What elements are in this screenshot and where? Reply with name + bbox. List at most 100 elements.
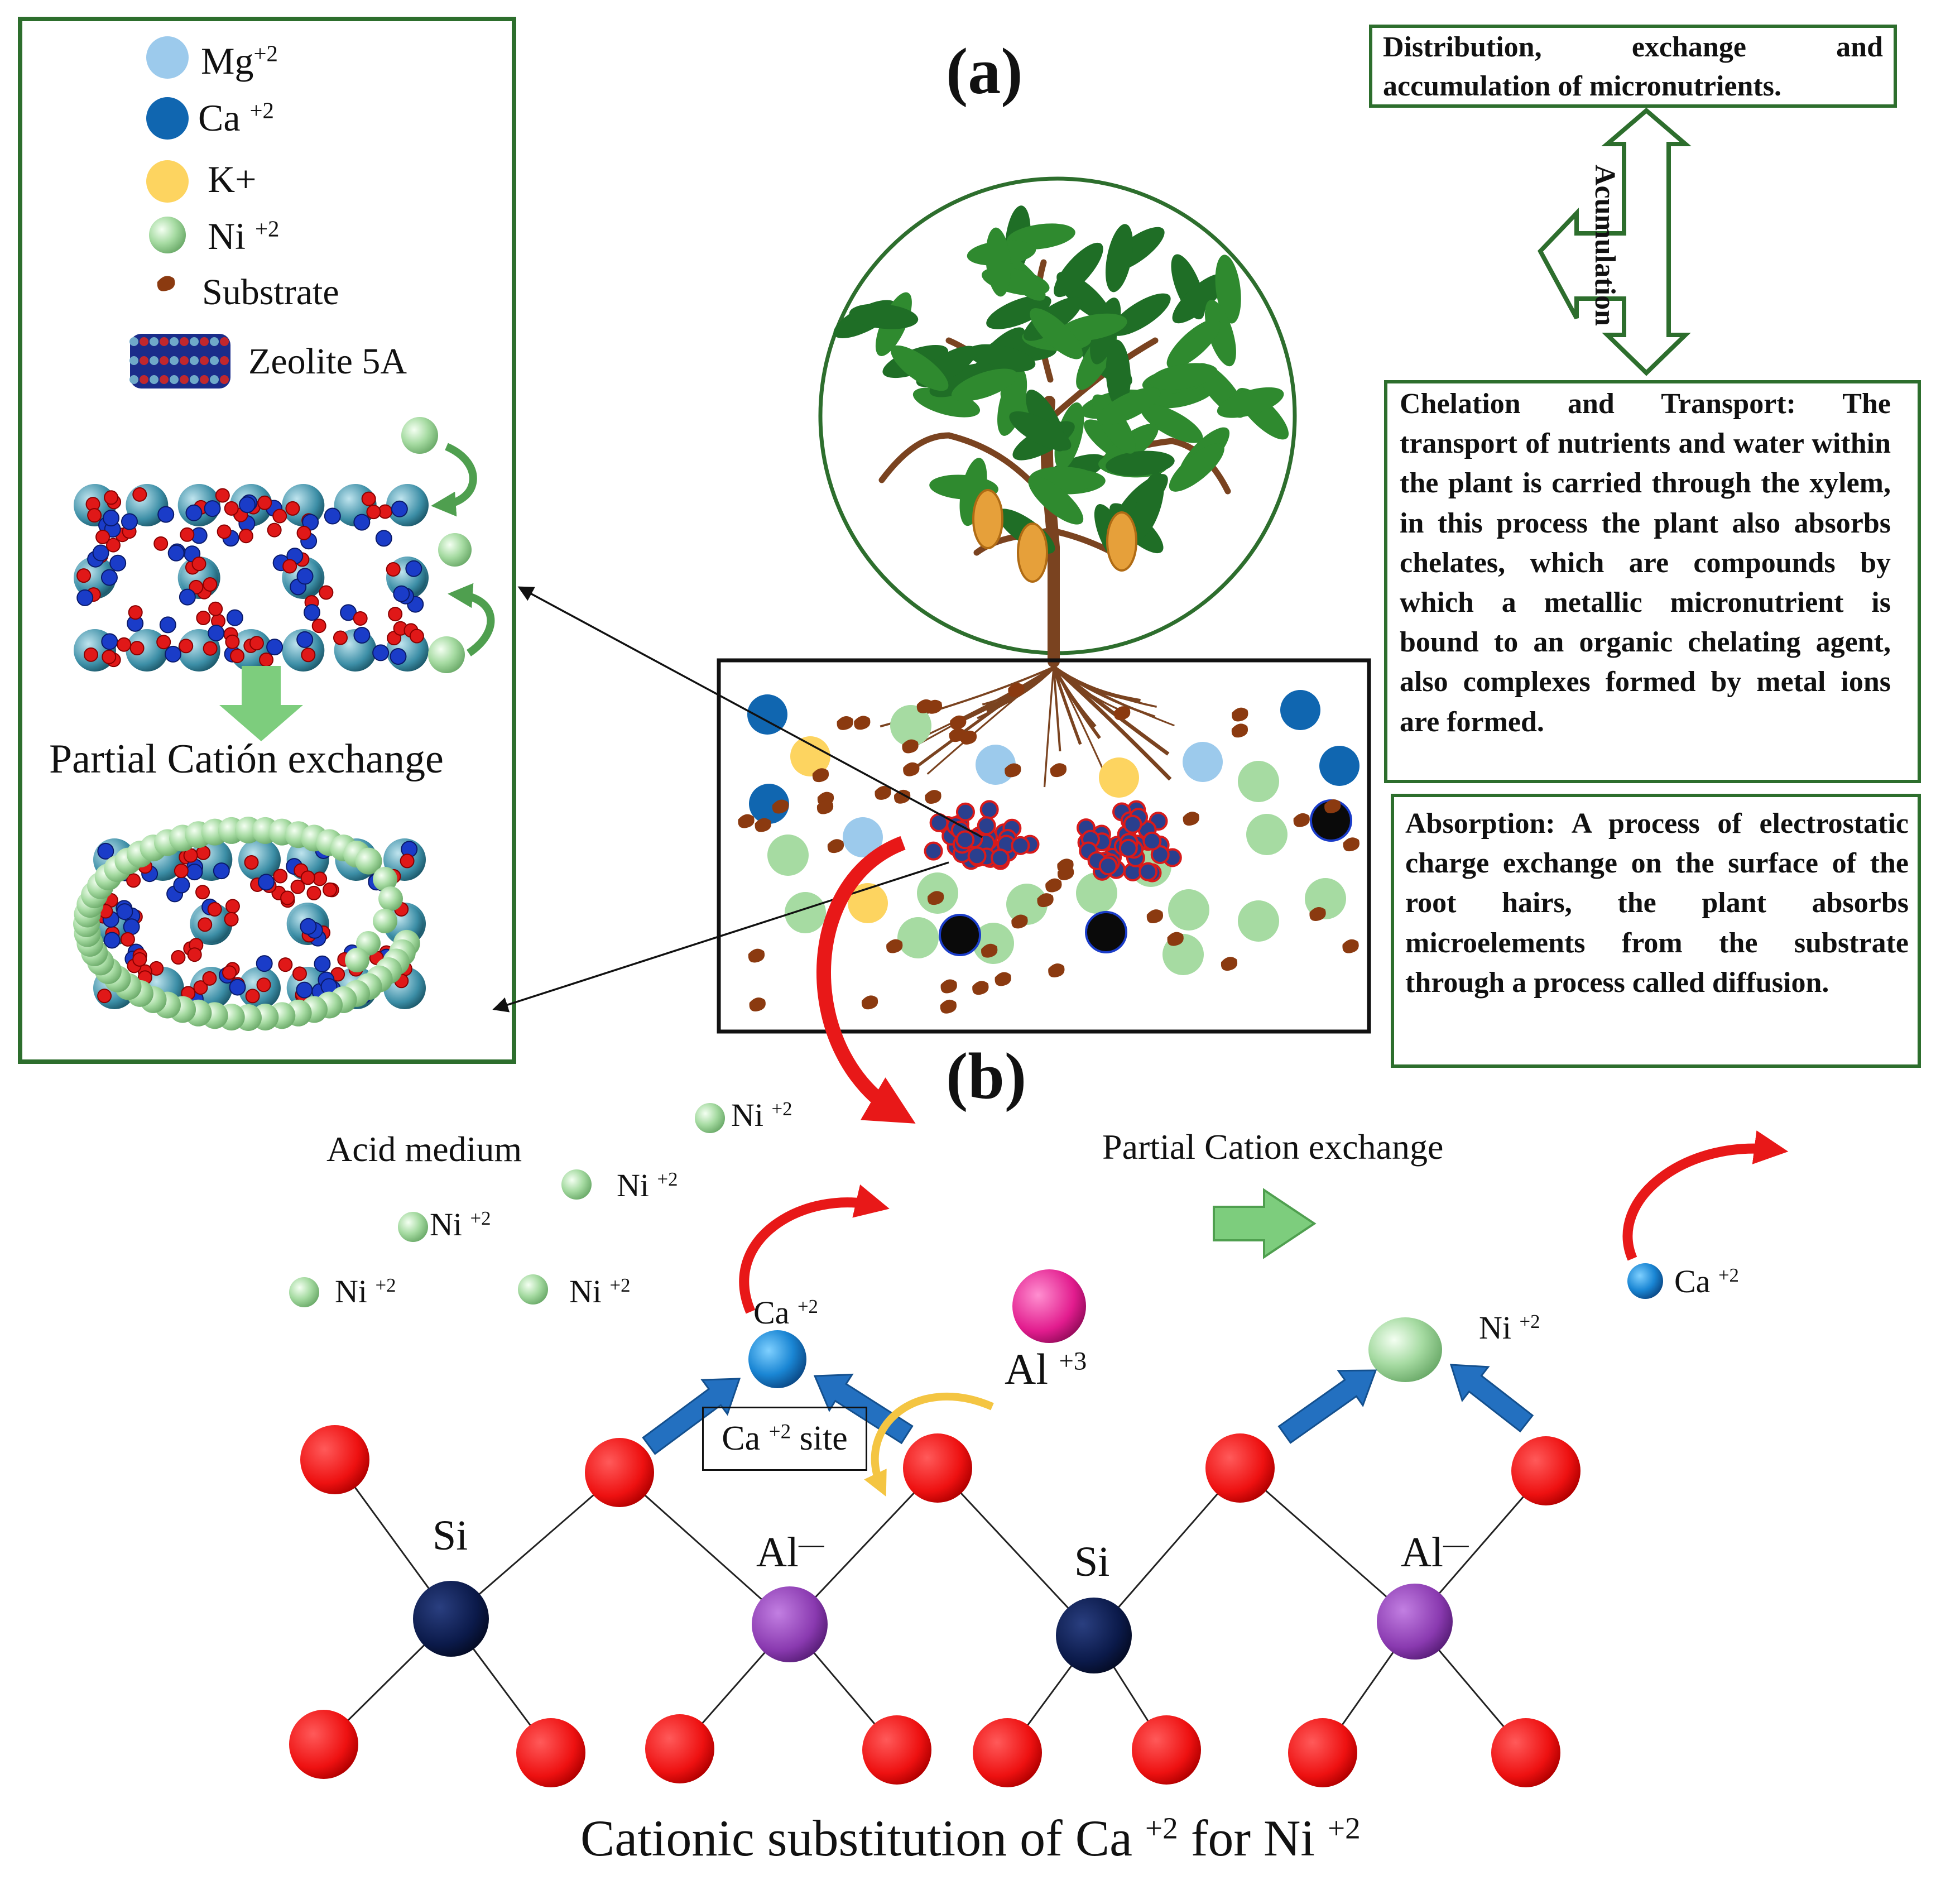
zeolite-atom [150, 356, 158, 365]
ni-ion [401, 417, 438, 454]
ca-ion [749, 784, 789, 824]
oxygen-atom [104, 490, 119, 505]
ni-label: Ni +2 [731, 1097, 792, 1133]
zeolite-atom [220, 356, 229, 365]
zeolite-atom [170, 337, 179, 346]
silicon-atom [213, 862, 230, 880]
ni-ion [1246, 814, 1288, 855]
oxygen-atom [400, 853, 415, 869]
substrate-particle [925, 790, 941, 804]
legend-ca-icon [146, 97, 189, 140]
zeolite-atom [220, 375, 229, 384]
silicon-atom [353, 626, 371, 644]
ni-ion [1006, 884, 1048, 925]
silicon-atom [159, 616, 176, 634]
substrate-particle [1048, 963, 1065, 977]
zeolite-particle [991, 848, 1010, 868]
ni-label: Ni +2 [569, 1273, 631, 1310]
ni-ion [518, 1274, 548, 1304]
leaf [1204, 300, 1236, 367]
silicon-atom [238, 496, 256, 514]
silicon-atom [103, 510, 120, 527]
oxygen-atom [153, 536, 169, 551]
zeolite-particle [967, 846, 987, 866]
zeolite-atom [200, 375, 209, 384]
legend-label-k: K+ [208, 158, 257, 200]
oxygen-atom [191, 557, 206, 572]
leaf [1059, 313, 1127, 341]
unknown-black-particle [1085, 911, 1127, 953]
oxygen-atom [267, 522, 282, 538]
chelation-text: Chelation and Transport: The transport o… [1400, 388, 1891, 738]
oxygen-atom [179, 639, 194, 654]
zeolite-particle [955, 802, 975, 822]
substrate-particle [1057, 866, 1074, 880]
substrate-particle [738, 814, 755, 828]
oxygen-atom [95, 530, 111, 545]
oxygen-atom [301, 648, 316, 663]
ca-ion [1627, 1263, 1663, 1299]
soil-particles [738, 683, 1359, 1014]
ni-ion [785, 892, 826, 933]
ni-ion [1076, 872, 1117, 914]
silicon-atom [173, 876, 190, 894]
mg-ion [1183, 742, 1223, 782]
bond [1240, 1467, 1415, 1623]
zeolite-particle [955, 830, 975, 850]
acid-medium-label: Acid medium [326, 1129, 522, 1169]
root-strand [1053, 666, 1061, 751]
oxygen-atom [313, 871, 328, 886]
cacao-pod [1017, 522, 1048, 583]
leaf [1133, 472, 1164, 539]
oxygen-atom [1205, 1433, 1275, 1503]
legend-label-substrate: Substrate [202, 272, 339, 313]
ni-ion [355, 847, 382, 875]
oxygen-atom [189, 579, 204, 594]
ca-released-label: Ca +2 [1674, 1263, 1739, 1299]
substrate-particle [812, 768, 829, 783]
oxygen-atom [973, 1718, 1042, 1787]
ca-leave-arrow [739, 1184, 890, 1314]
silicon-atom [413, 1581, 489, 1657]
oxygen-atom [278, 957, 293, 972]
leaf [1009, 411, 1072, 451]
oxygen-atom [225, 634, 240, 649]
leaf [849, 304, 919, 329]
oxygen-atom [128, 605, 143, 620]
oxygen-atom [290, 879, 305, 894]
aluminium-atom [752, 1586, 828, 1662]
blue-bond-arrow [1277, 1369, 1377, 1444]
oxygen-atom [319, 585, 334, 600]
zeolite-particle [1118, 838, 1138, 858]
ni-exchanged-label: Ni +2 [1479, 1310, 1540, 1346]
zeolite-atom [190, 375, 199, 384]
ca-ion [1319, 746, 1359, 786]
leaf [997, 368, 1027, 436]
oxygen-atom [256, 977, 271, 992]
zeolite-atom [150, 337, 158, 346]
accumulation-arrow [1538, 107, 1692, 376]
oxygen-atom [76, 568, 92, 583]
leaf [1106, 450, 1175, 476]
silicon-atom [208, 625, 225, 642]
legend-label-mg: Mg+2 [201, 40, 278, 82]
zeolite-atom [129, 375, 138, 384]
root-strand [1052, 665, 1141, 703]
al-exchange-arrow [864, 1393, 994, 1497]
substrate-particle [1045, 878, 1062, 893]
substrate-particle [893, 789, 911, 804]
oxygen-atom [1132, 1715, 1201, 1785]
zeolite-particle [1011, 836, 1030, 855]
zeolite-atom [150, 375, 158, 384]
legend-label-ca: Ca +2 [198, 97, 274, 139]
leaf [1140, 404, 1203, 443]
oxygen-atom [285, 501, 300, 516]
oxygen-atom [224, 501, 239, 516]
k-ion [1099, 757, 1139, 798]
al3-ion [1012, 1269, 1086, 1343]
silicon-atom [353, 514, 371, 531]
silicon-atom [296, 568, 314, 585]
zeolite-atom [190, 337, 199, 346]
substrate-particle [886, 939, 903, 953]
zeolite-atom [180, 356, 189, 365]
